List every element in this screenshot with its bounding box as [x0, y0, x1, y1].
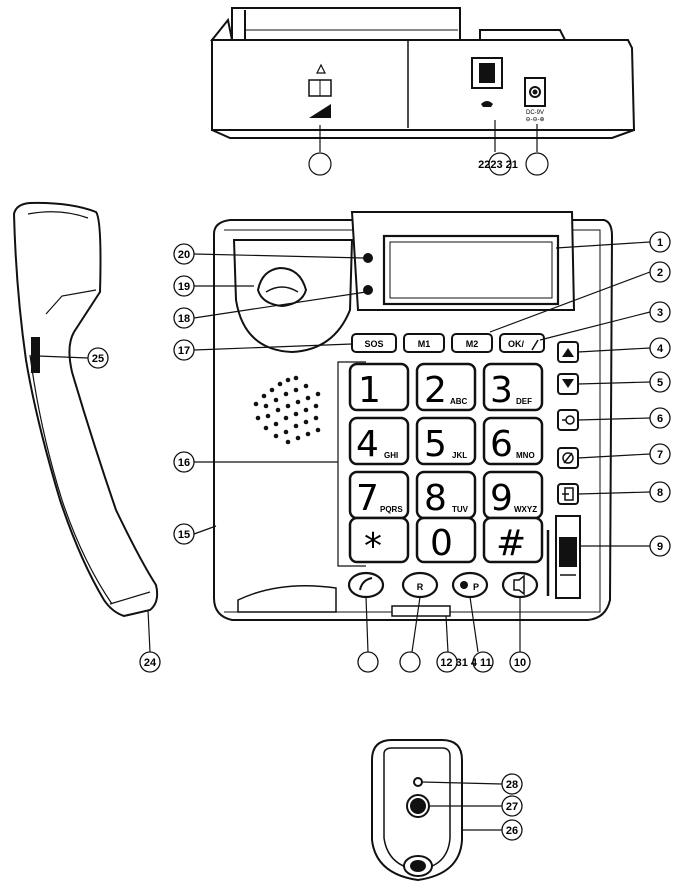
sos-label: SOS — [364, 339, 383, 349]
m2-button[interactable] — [451, 333, 493, 353]
callout-28: 28 — [506, 779, 518, 791]
callout-20: 20 — [178, 249, 190, 261]
key-9-letters: WXYZ — [514, 505, 537, 514]
key-3[interactable] — [482, 362, 544, 412]
speaker-grille — [253, 375, 321, 445]
down-arrow-icon — [562, 379, 574, 388]
key-hash[interactable] — [482, 516, 544, 564]
no-call-icon — [562, 452, 574, 464]
sos-button[interactable] — [351, 333, 397, 353]
key-8-letters: TUV — [452, 505, 469, 514]
dc-polarity: ⊖-⊖-⊕ — [525, 117, 544, 123]
callout-27: 27 — [506, 801, 518, 813]
p-label: P — [473, 582, 479, 592]
callout-1: 1 — [657, 237, 663, 249]
key-7-letters: PQRS — [380, 505, 403, 514]
sos-pendant — [371, 739, 463, 882]
key-1[interactable] — [348, 362, 410, 412]
handset-icon — [531, 339, 539, 351]
key-1-digit: 1 — [358, 370, 381, 411]
callout-5: 5 — [657, 377, 663, 389]
key-0-digit: 0 — [430, 523, 453, 564]
handset — [12, 201, 159, 618]
callout-24: 24 — [144, 657, 157, 669]
up-arrow-icon — [562, 348, 574, 357]
speaker-button[interactable] — [501, 571, 539, 599]
callout-3: 3 — [657, 307, 663, 319]
top-callouts — [308, 120, 549, 176]
key-2-letters: ABC — [450, 397, 468, 406]
key-3-digit: 3 — [490, 370, 513, 411]
key-star-digit: * — [364, 526, 382, 567]
key-2-digit: 2 — [424, 370, 447, 411]
m1-button[interactable] — [403, 333, 445, 353]
dc-label: DC-9V — [526, 110, 544, 116]
keypad-bracket — [337, 361, 366, 567]
base-unit — [213, 211, 614, 621]
key-4-digit: 4 — [356, 424, 379, 465]
ok-label: OK/ — [508, 339, 525, 349]
callout-19: 19 — [178, 281, 190, 293]
callout-15: 15 — [178, 529, 190, 541]
keypad — [348, 362, 544, 564]
pendant-callout-lines — [421, 781, 503, 831]
key-0[interactable] — [415, 516, 477, 564]
pause-dot-icon — [460, 581, 468, 589]
handset-volume-key[interactable] — [31, 337, 40, 373]
m1-label: M1 — [418, 339, 431, 349]
callout-10: 10 — [514, 657, 526, 669]
key-5-letters: JKL — [452, 451, 467, 460]
r-label: R — [417, 582, 424, 592]
callout-7: 7 — [657, 449, 663, 461]
top-rear-view — [209, 7, 636, 139]
callout-4: 4 — [657, 343, 664, 355]
callout-lines — [37, 241, 651, 653]
key-6[interactable] — [482, 416, 544, 466]
key-4-letters: GHI — [384, 451, 398, 460]
key-3-letters: DEF — [516, 397, 532, 406]
callout-circles — [87, 231, 671, 673]
callout-6: 6 — [657, 413, 663, 425]
callout-8: 8 — [657, 487, 663, 499]
key-hash-digit: # — [496, 523, 526, 564]
key-star[interactable] — [348, 516, 410, 564]
key-5-digit: 5 — [424, 424, 447, 465]
key-5[interactable] — [415, 416, 477, 466]
bottom-callout-row: 12 31 4 11 — [440, 657, 491, 669]
top-callout-labels: 2223 21 — [478, 159, 518, 171]
callout-16: 16 — [178, 457, 190, 469]
handsfree-button[interactable] — [347, 571, 385, 599]
callout-26: 26 — [506, 825, 518, 837]
ring-in-button[interactable] — [557, 409, 579, 431]
m2-label: M2 — [466, 339, 479, 349]
pause-button[interactable] — [451, 571, 489, 599]
key-6-letters: MNO — [516, 451, 535, 460]
handset-icon-bottom — [359, 577, 373, 591]
telephone-icon — [481, 101, 493, 107]
callout-9: 9 — [657, 541, 663, 553]
key-8-digit: 8 — [424, 478, 447, 519]
callout-17: 17 — [178, 345, 190, 357]
callout-18: 18 — [178, 313, 190, 325]
callout-2: 2 — [657, 267, 663, 279]
callout-25: 25 — [92, 353, 104, 365]
key-7-digit: 7 — [356, 478, 379, 519]
volume-wedge-icon — [309, 104, 331, 118]
key-6-digit: 6 — [490, 424, 513, 465]
key-4[interactable] — [348, 416, 410, 466]
bell-icon — [316, 63, 326, 74]
key-2[interactable] — [415, 362, 477, 412]
key-9-digit: 9 — [490, 478, 513, 519]
bottom-buttons — [347, 571, 539, 599]
speaker-icon — [513, 574, 525, 596]
